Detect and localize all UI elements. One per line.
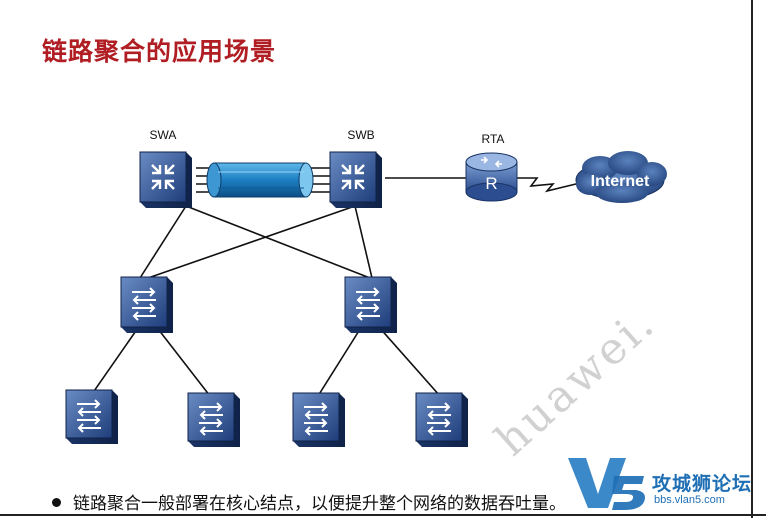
switch-icon xyxy=(199,402,223,436)
cloud-icon xyxy=(575,151,667,203)
distribution-switch-left xyxy=(120,276,173,333)
core-distribution-links xyxy=(139,205,373,279)
core-switch-icon xyxy=(341,164,365,190)
slide-bottom-border xyxy=(0,514,766,516)
internet-cloud: Internet xyxy=(575,151,667,203)
swa-label: SWA xyxy=(150,128,177,142)
swb-core-switch xyxy=(329,151,382,208)
core-switch-icon xyxy=(151,164,175,190)
svg-text:R: R xyxy=(485,174,497,193)
link-aggregation-bundle xyxy=(196,162,336,198)
distribution-access-links xyxy=(91,324,441,397)
brand-name: 攻城狮论坛 xyxy=(652,473,753,495)
switch-icon xyxy=(427,402,451,436)
slide-right-border xyxy=(751,0,753,518)
rta-router: R xyxy=(465,152,518,202)
distribution-switch-right xyxy=(344,276,397,333)
bullet-list-item: 链路聚合一般部署在核心结点，以便提升整个网络的数据吞吐量。 xyxy=(52,489,566,514)
internet-label: Internet xyxy=(591,173,650,190)
access-switch-3 xyxy=(292,392,345,447)
bullet-dot-icon xyxy=(52,497,61,507)
switch-icon xyxy=(356,287,380,321)
router-icon xyxy=(481,156,502,168)
brand-url: bbs.vlan5.com xyxy=(654,494,725,506)
bullet-text: 链路聚合一般部署在核心结点，以便提升整个网络的数据吞吐量。 xyxy=(73,494,566,514)
switch-icon xyxy=(304,402,328,436)
switch-icon xyxy=(132,287,156,321)
access-switch-1 xyxy=(65,389,118,444)
brand-logo-icon xyxy=(568,458,645,510)
access-switch-4 xyxy=(415,392,468,447)
access-switch-2 xyxy=(187,392,240,447)
swb-label: SWB xyxy=(347,128,374,142)
wan-serial-link xyxy=(517,177,581,193)
rta-label: RTA xyxy=(482,132,505,146)
swa-core-switch xyxy=(139,151,192,208)
slide-title: 链路聚合的应用场景 xyxy=(42,37,277,66)
switch-icon xyxy=(77,399,101,433)
